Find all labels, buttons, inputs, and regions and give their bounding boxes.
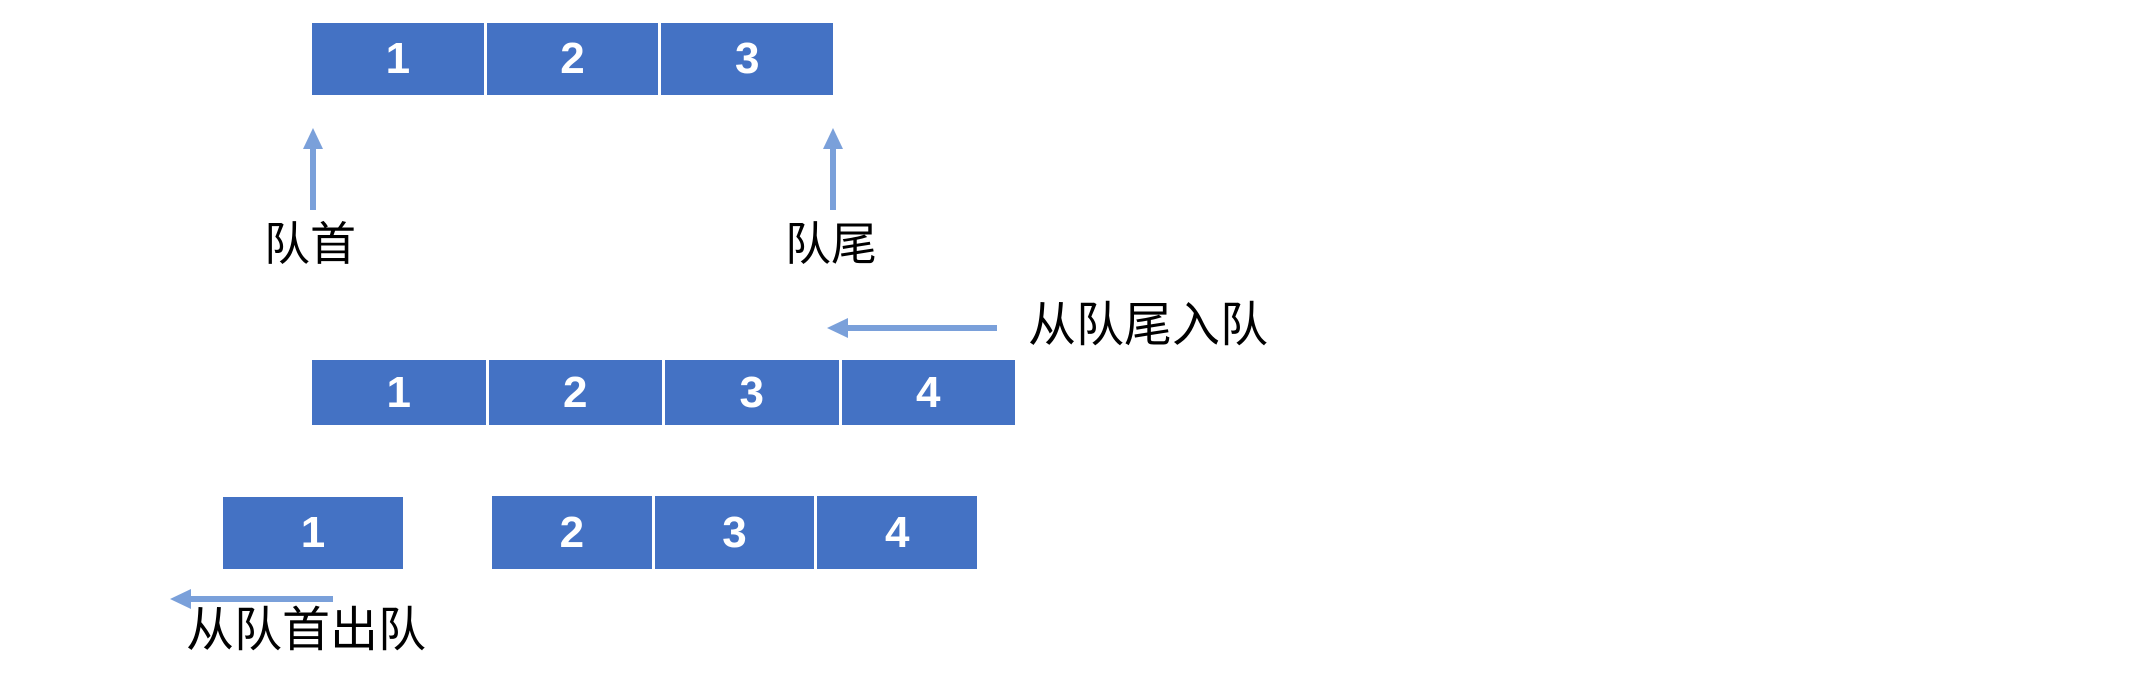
queue-cell: 1	[223, 497, 403, 569]
dequeue-label: 从队首出队	[186, 604, 427, 657]
queue-cell: 1	[312, 23, 484, 95]
arrow-shaft	[847, 325, 997, 331]
arrow-head	[827, 318, 848, 338]
queue-cell: 3	[654, 496, 815, 569]
arrow-head	[823, 128, 843, 149]
arrow-shaft	[190, 596, 333, 602]
front-pointer-arrow-icon	[303, 128, 323, 212]
queue-cell: 2	[492, 496, 652, 569]
queue-cell: 2	[486, 23, 659, 95]
queue-cell: 4	[817, 496, 978, 569]
enqueue-label: 从队尾入队	[1028, 299, 1269, 352]
front-label: 队首	[264, 218, 356, 270]
rear-label: 队尾	[785, 218, 877, 270]
queue-cell: 4	[841, 360, 1015, 425]
dequeued-element: 1	[223, 497, 403, 569]
arrow-head	[170, 589, 191, 609]
arrow-head	[303, 128, 323, 149]
arrow-shaft	[310, 148, 316, 210]
queue-cell: 2	[488, 360, 662, 425]
queue-cell: 3	[661, 23, 834, 95]
rear-pointer-arrow-icon	[823, 128, 843, 212]
queue-after-enqueue: 1 2 3 4	[312, 360, 1015, 425]
arrow-shaft	[830, 148, 836, 210]
queue-cell: 3	[665, 360, 839, 425]
queue-initial: 1 2 3	[312, 23, 834, 95]
enqueue-arrow-icon	[827, 318, 997, 338]
queue-after-dequeue: 2 3 4	[492, 496, 978, 569]
queue-cell: 1	[312, 360, 486, 425]
dequeue-arrow-icon	[170, 589, 333, 609]
